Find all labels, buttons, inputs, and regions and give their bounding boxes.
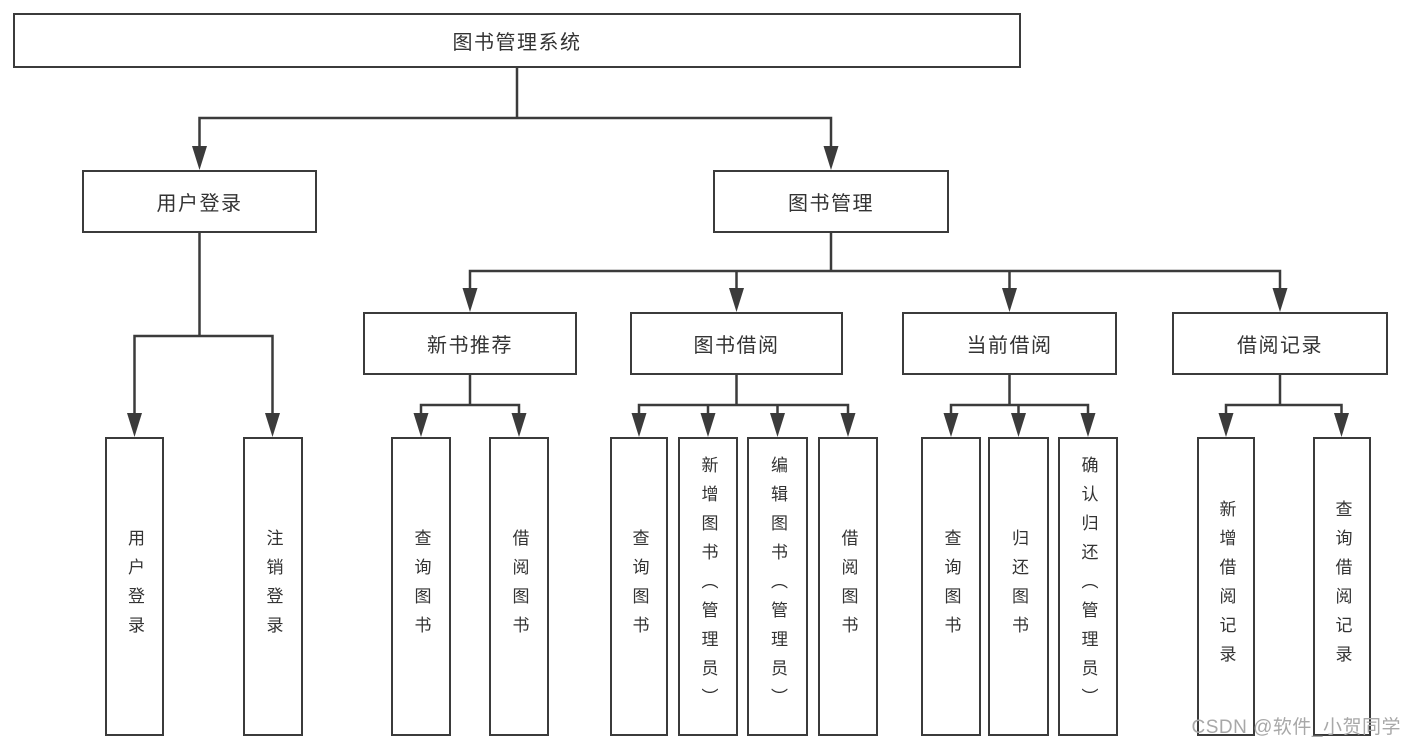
leaf-borrow-borrow-books: 借阅图书	[818, 437, 878, 736]
node-user-login: 用户登录	[82, 170, 317, 233]
leaf-records-query-record: 查询借阅记录	[1313, 437, 1371, 736]
leaf-borrow-add-books-admin: 新增图书（管理员）	[678, 437, 738, 736]
leaf-borrow-query-books: 查询图书	[610, 437, 668, 736]
connector-wires	[133, 66, 1343, 419]
node-book-management: 图书管理	[713, 170, 949, 233]
node-new-book-recommend: 新书推荐	[363, 312, 577, 375]
leaf-current-return-books: 归还图书	[988, 437, 1049, 736]
leaf-current-confirm-return-admin: 确认归还（管理员）	[1058, 437, 1118, 736]
node-book-borrow: 图书借阅	[630, 312, 843, 375]
leaf-user-login: 用户登录	[105, 437, 164, 736]
leaf-records-add-record: 新增借阅记录	[1197, 437, 1255, 736]
csdn-watermark: CSDN @软件_小贺同学	[1191, 717, 1401, 738]
node-current-borrow: 当前借阅	[902, 312, 1117, 375]
leaf-newbook-borrow-books: 借阅图书	[489, 437, 549, 736]
leaf-borrow-edit-books-admin: 编辑图书（管理员）	[747, 437, 808, 736]
leaf-logout-login: 注销登录	[243, 437, 303, 736]
node-root-system: 图书管理系统	[13, 13, 1021, 68]
node-borrow-records: 借阅记录	[1172, 312, 1388, 375]
arrowheads	[127, 146, 1349, 437]
leaf-current-query-books: 查询图书	[921, 437, 981, 736]
leaf-newbook-query-books: 查询图书	[391, 437, 451, 736]
